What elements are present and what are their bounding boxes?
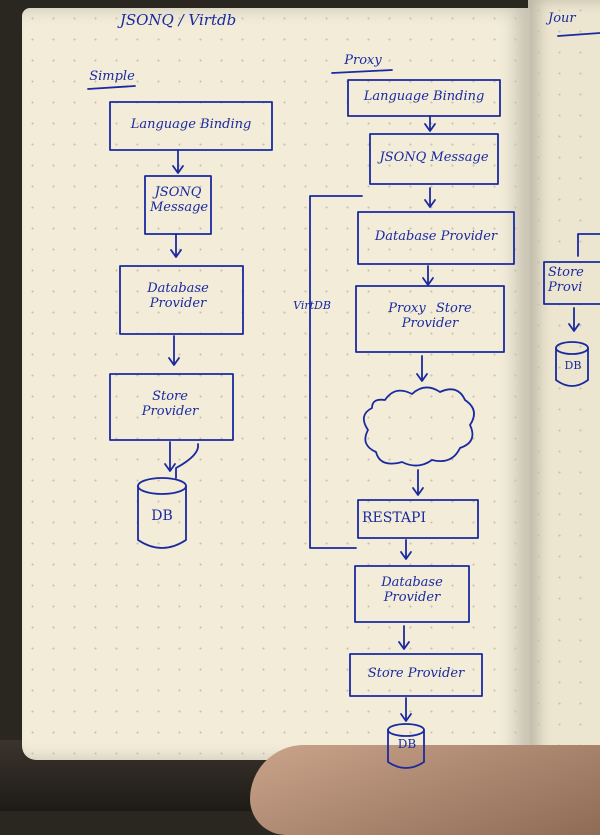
rest-api-box bbox=[357, 499, 479, 539]
simple-heading-underline bbox=[87, 85, 136, 90]
proxy-jsonq-message-box bbox=[369, 133, 499, 185]
proxy-database-provider-2-label: Database Provider bbox=[381, 575, 443, 605]
right-store-provider-label: Store Provi bbox=[548, 265, 584, 295]
simple-db-cylinder bbox=[137, 477, 187, 549]
arrowhead bbox=[412, 487, 424, 496]
arrowhead bbox=[424, 199, 436, 208]
arrowhead bbox=[398, 641, 410, 650]
proxy-language-binding-box bbox=[347, 79, 501, 117]
proxy-heading: Proxy bbox=[344, 53, 382, 68]
proxy-language-binding-label: Language Binding bbox=[363, 89, 485, 104]
ink-smudge bbox=[175, 443, 199, 479]
arrowhead bbox=[424, 123, 436, 132]
right-db-label: DB bbox=[564, 359, 582, 372]
proxy-jsonq-message-label: JSONQ Message bbox=[379, 150, 489, 165]
cloud-icon bbox=[362, 386, 475, 467]
proxy-database-provider-box bbox=[357, 211, 515, 265]
simple-jsonq-message-label: JSONQ Message bbox=[150, 185, 209, 215]
proxy-store-provider-2-label: Store Provider bbox=[367, 666, 465, 681]
right-store-provider-box bbox=[543, 261, 600, 305]
diagram-drawing bbox=[87, 32, 600, 769]
simple-store-provider-box bbox=[109, 373, 234, 441]
arrowhead bbox=[400, 713, 412, 722]
rest-api-label: RESTAPI bbox=[362, 510, 426, 526]
simple-language-binding-box bbox=[109, 101, 273, 151]
proxy-store-provider-box bbox=[355, 285, 505, 353]
simple-db-label: DB bbox=[151, 508, 173, 524]
arrowhead bbox=[422, 277, 434, 286]
proxy-db-cylinder bbox=[387, 723, 425, 769]
arrowhead bbox=[170, 249, 182, 258]
right-db-cylinder bbox=[555, 341, 589, 387]
arrowhead bbox=[416, 373, 428, 382]
proxy-database-provider-label: Database Provider bbox=[374, 229, 498, 244]
simple-database-provider-box bbox=[119, 265, 244, 335]
arrowhead bbox=[164, 463, 176, 472]
arrowhead bbox=[400, 551, 412, 560]
virtdb-bracket bbox=[309, 195, 363, 549]
arrowhead bbox=[172, 165, 184, 174]
arrowhead bbox=[168, 357, 180, 366]
simple-database-provider-label: Database Provider bbox=[147, 281, 209, 311]
right-page-arrow bbox=[577, 233, 600, 257]
proxy-store-provider-box-2 bbox=[349, 653, 483, 697]
proxy-db-label: DB bbox=[397, 737, 417, 751]
proxy-store-provider-label: Proxy Store Provider bbox=[388, 301, 472, 331]
right-page-underline bbox=[557, 32, 600, 37]
simple-heading: Simple bbox=[89, 69, 135, 84]
right-page-heading: Jour bbox=[548, 11, 576, 26]
simple-language-binding-label: Language Binding bbox=[130, 117, 252, 132]
simple-store-provider-label: Store Provider bbox=[141, 389, 199, 419]
simple-jsonq-message-box bbox=[144, 175, 212, 235]
proxy-database-provider-2-box bbox=[354, 565, 470, 623]
arrowhead bbox=[568, 323, 580, 332]
page-title: JSONQ / Virtdb bbox=[119, 11, 237, 29]
proxy-heading-underline bbox=[331, 69, 393, 74]
virtdb-label: VirtDB bbox=[293, 299, 331, 312]
